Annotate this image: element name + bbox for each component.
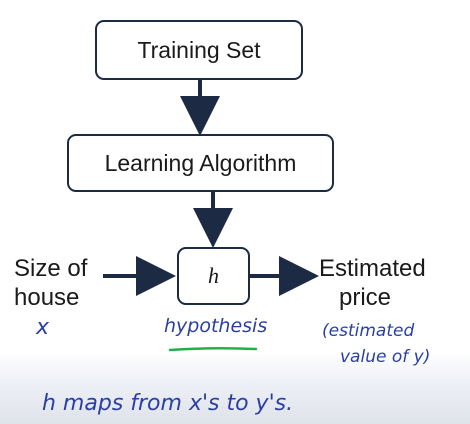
bottom-note: h maps from x's to y's. bbox=[42, 391, 293, 416]
input-label: Size of house bbox=[14, 254, 87, 312]
input-variable-note: x bbox=[35, 315, 50, 340]
input-label-line1: Size of bbox=[14, 255, 88, 282]
hypothesis-box: h bbox=[177, 247, 250, 305]
output-label-line2: price bbox=[339, 284, 392, 311]
hypothesis-label: h bbox=[208, 263, 219, 288]
learning-algorithm-label: Learning Algorithm bbox=[104, 149, 297, 176]
learning-algorithm-box: Learning Algorithm bbox=[67, 134, 334, 192]
output-label: Estimated price bbox=[319, 254, 426, 312]
training-set-label: Training Set bbox=[137, 36, 261, 63]
input-label-line2: house bbox=[14, 284, 80, 311]
hypothesis-note: hypothesis bbox=[164, 315, 267, 337]
training-set-box: Training Set bbox=[95, 20, 303, 80]
output-note-line2: value of y) bbox=[340, 347, 430, 367]
output-note-line1: (estimated bbox=[322, 321, 414, 341]
hypothesis-underline bbox=[168, 346, 258, 352]
output-label-line1: Estimated bbox=[319, 255, 426, 282]
annotation-strip bbox=[0, 352, 470, 424]
